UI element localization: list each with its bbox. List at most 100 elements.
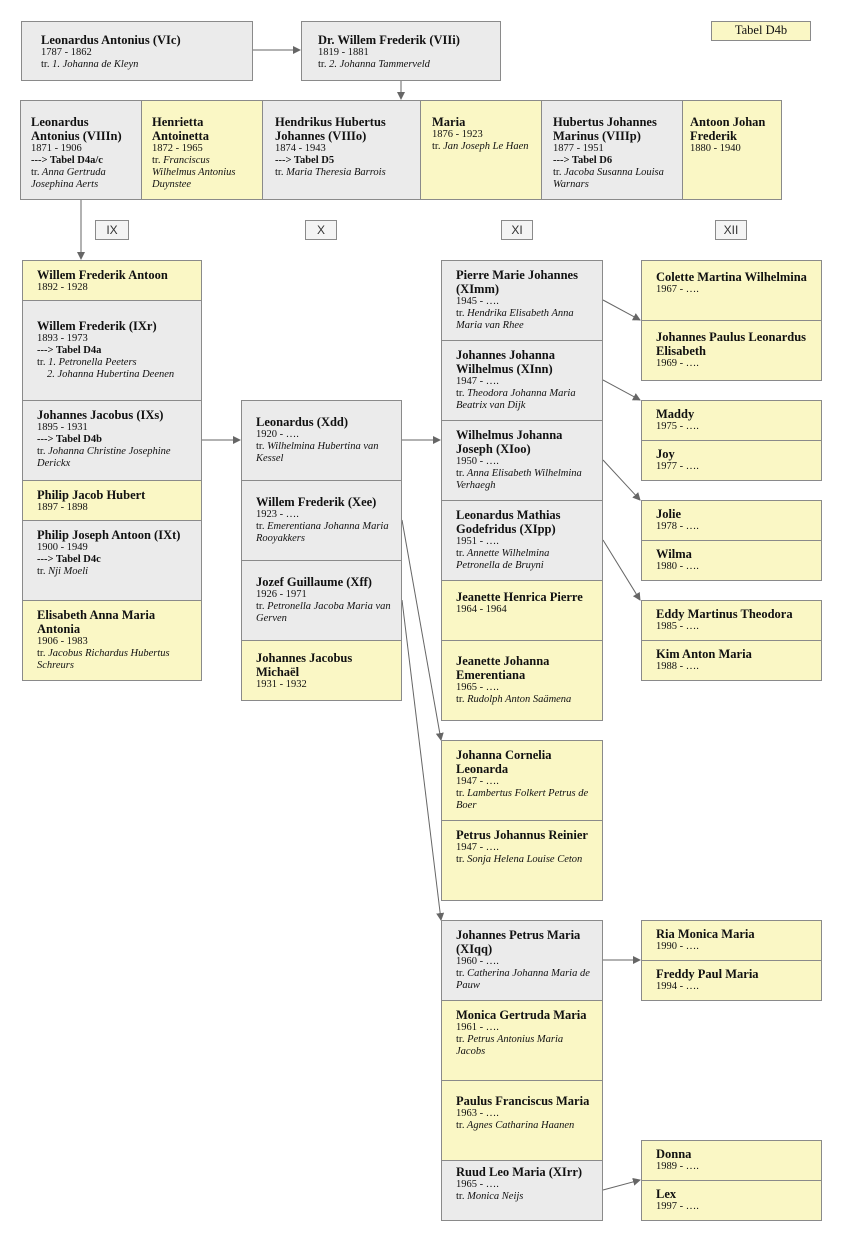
person-years: 1964 - 1964 xyxy=(456,604,507,615)
person-name: Kim Anton Maria xyxy=(656,647,752,661)
person-name: Jeanette Johanna Emerentiana xyxy=(456,654,550,682)
person-spouse: tr. Emerentiana Johanna Maria Rooyakkers xyxy=(256,521,389,544)
person-years: 1977 - …. xyxy=(656,461,699,472)
person-name: Leonardus Antonius (VIIIn) xyxy=(31,115,122,143)
person-card[interactable]: Philip Joseph Antoon (IXt) 1900 - 1949 -… xyxy=(22,520,202,601)
person-name: Jozef Guillaume (Xff) xyxy=(256,575,372,589)
person-spouse: tr. Rudolph Anton Saämena xyxy=(456,694,572,705)
person-years: 1923 - …. xyxy=(256,509,299,520)
person-card[interactable]: Johannes Petrus Maria (XIqq) 1960 - …. t… xyxy=(441,920,603,1001)
person-card[interactable]: Willem Frederik (IXr) 1893 - 1973 ---> T… xyxy=(22,300,202,401)
person-card[interactable]: Hendrikus Hubertus Johannes (VIIIo) 1874… xyxy=(262,100,421,200)
person-card[interactable]: Pierre Marie Johannes (XImm) 1945 - …. t… xyxy=(441,260,603,341)
generation-label-ix: IX xyxy=(95,220,129,240)
person-spouse: tr. Agnes Catharina Haanen xyxy=(456,1120,575,1131)
person-card[interactable]: Paulus Franciscus Maria 1963 - …. tr. Ag… xyxy=(441,1080,603,1161)
person-card[interactable]: Elisabeth Anna Maria Antonia 1906 - 1983… xyxy=(22,600,202,681)
person-years: 1872 - 1965 xyxy=(152,143,203,154)
person-card[interactable]: Antoon Johan Frederik 1880 - 1940 xyxy=(682,100,782,200)
person-card[interactable]: Hubertus Johannes Marinus (VIIIp) 1877 -… xyxy=(541,100,683,200)
person-card[interactable]: Colette Martina Wilhelmina 1967 - …. xyxy=(641,260,822,321)
person-name: Antoon Johan Frederik xyxy=(690,115,766,143)
person-name: Joy xyxy=(656,447,675,461)
person-card[interactable]: Henrietta Antoinetta 1872 - 1965 tr. Fra… xyxy=(141,100,263,200)
person-card[interactable]: Philip Jacob Hubert 1897 - 1898 xyxy=(22,480,202,521)
person-name: Ria Monica Maria xyxy=(656,927,755,941)
person-name: Maria xyxy=(432,115,466,129)
person-card[interactable]: Jeanette Henrica Pierre 1964 - 1964 xyxy=(441,580,603,641)
person-name: Johannes Jacobus (IXs) xyxy=(37,408,164,422)
person-name: Ruud Leo Maria (XIrr) xyxy=(456,1165,583,1179)
person-card[interactable]: Wilhelmus Johanna Joseph (XIoo) 1950 - …… xyxy=(441,420,603,501)
person-years: 1787 - 1862 xyxy=(41,47,92,58)
person-years: 1947 - …. xyxy=(456,842,499,853)
person-card[interactable]: Ruud Leo Maria (XIrr) 1965 - …. tr. Moni… xyxy=(441,1160,603,1221)
person-card[interactable]: Maddy 1975 - …. xyxy=(641,400,822,441)
person-card[interactable]: Leonardus Mathias Godefridus (XIpp) 1951… xyxy=(441,500,603,581)
person-card[interactable]: Kim Anton Maria 1988 - …. xyxy=(641,640,822,681)
person-spouse: tr. Jan Joseph Le Haen xyxy=(432,141,529,152)
person-card[interactable]: Eddy Martinus Theodora 1985 - …. xyxy=(641,600,822,641)
person-years: 1871 - 1906 xyxy=(31,143,82,154)
person-years: 1947 - …. xyxy=(456,376,499,387)
person-years: 1877 - 1951 xyxy=(553,143,604,154)
person-card[interactable]: Jeanette Johanna Emerentiana 1965 - …. t… xyxy=(441,640,603,721)
person-years: 1893 - 1973 xyxy=(37,333,88,344)
person-spouse: tr. Annette Wilhelmina Petronella de Bru… xyxy=(456,548,550,571)
person-spouse: tr. Jacobus Richardus Hubertus Schreurs xyxy=(37,648,170,671)
person-spouse: tr. Anna Elisabeth Wilhelmina Verhaegh xyxy=(456,468,582,491)
person-card[interactable]: Johannes Jacobus (IXs) 1895 - 1931 ---> … xyxy=(22,400,202,481)
person-years: 1906 - 1983 xyxy=(37,636,88,647)
person-card[interactable]: Freddy Paul Maria 1994 - …. xyxy=(641,960,822,1001)
person-card[interactable]: Leonardus Antonius (VIc) 1787 - 1862 tr.… xyxy=(21,21,253,81)
person-card[interactable]: Willem Frederik Antoon 1892 - 1928 xyxy=(22,260,202,301)
person-name: Johannes Petrus Maria (XIqq) xyxy=(456,928,581,956)
person-card[interactable]: Monica Gertruda Maria 1961 - …. tr. Petr… xyxy=(441,1000,603,1081)
person-card[interactable]: Johannes Paulus Leonardus Elisabeth 1969… xyxy=(641,320,822,381)
person-card[interactable]: Ria Monica Maria 1990 - …. xyxy=(641,920,822,961)
person-card[interactable]: Leonardus (Xdd) 1920 - …. tr. Wilhelmina… xyxy=(241,400,402,481)
person-card[interactable]: Johannes Jacobus Michaël 1931 - 1932 xyxy=(241,640,402,701)
person-spouse: tr. Theodora Johanna Maria Beatrix van D… xyxy=(456,388,576,411)
person-name: Philip Jacob Hubert xyxy=(37,488,146,502)
person-years: 1980 - …. xyxy=(656,561,699,572)
person-spouse: tr. Lambertus Folkert Petrus de Boer xyxy=(456,788,589,811)
person-years: 1988 - …. xyxy=(656,661,699,672)
person-card[interactable]: Jozef Guillaume (Xff) 1926 - 1971 tr. Pe… xyxy=(241,560,402,641)
person-card[interactable]: Willem Frederik (Xee) 1923 - …. tr. Emer… xyxy=(241,480,402,561)
person-years: 1900 - 1949 xyxy=(37,542,88,553)
person-card[interactable]: Petrus Johannus Reinier 1947 - …. tr. So… xyxy=(441,820,603,901)
connector-xipp xyxy=(602,539,641,601)
table-reference: ---> Tabel D4a xyxy=(37,345,102,356)
person-name: Donna xyxy=(656,1147,692,1161)
person-years: 1961 - …. xyxy=(456,1022,499,1033)
person-name: Pierre Marie Johannes (XImm) xyxy=(456,268,578,296)
person-years: 1895 - 1931 xyxy=(37,422,88,433)
person-card[interactable]: Lex 1997 - …. xyxy=(641,1180,822,1221)
table-reference: ---> Tabel D4b xyxy=(37,434,102,445)
person-card[interactable]: Wilma 1980 - …. xyxy=(641,540,822,581)
person-card[interactable]: Johannes Johanna Wilhelmus (XInn) 1947 -… xyxy=(441,340,603,421)
person-years: 1960 - …. xyxy=(456,956,499,967)
person-card[interactable]: Jolie 1978 - …. xyxy=(641,500,822,541)
person-name: Jeanette Henrica Pierre xyxy=(456,590,583,604)
person-years: 1947 - …. xyxy=(456,776,499,787)
person-card[interactable]: Leonardus Antonius (VIIIn) 1871 - 1906 -… xyxy=(20,100,142,200)
person-spouse: tr. Anna Gertruda Josephina Aerts xyxy=(31,167,106,190)
person-card[interactable]: Joy 1977 - …. xyxy=(641,440,822,481)
person-spouse: tr. Jacoba Susanna Louisa Warnars xyxy=(553,167,664,190)
person-card[interactable]: Maria 1876 - 1923 tr. Jan Joseph Le Haen xyxy=(420,100,542,200)
person-years: 1967 - …. xyxy=(656,284,699,295)
person-years: 1965 - …. xyxy=(456,1179,499,1190)
person-spouse: tr. Catherina Johanna Maria de Pauw xyxy=(456,968,590,991)
person-name: Jolie xyxy=(656,507,681,521)
person-spouse: tr. Maria Theresia Barrois xyxy=(275,167,386,178)
person-years: 1965 - …. xyxy=(456,682,499,693)
person-years: 1951 - …. xyxy=(456,536,499,547)
person-card[interactable]: Dr. Willem Frederik (VIIi) 1819 - 1881 t… xyxy=(301,21,501,81)
person-card[interactable]: Donna 1989 - …. xyxy=(641,1140,822,1181)
person-name: Johannes Paulus Leonardus Elisabeth xyxy=(656,330,807,358)
person-name: Petrus Johannus Reinier xyxy=(456,828,588,842)
person-card[interactable]: Johanna Cornelia Leonarda 1947 - …. tr. … xyxy=(441,740,603,821)
